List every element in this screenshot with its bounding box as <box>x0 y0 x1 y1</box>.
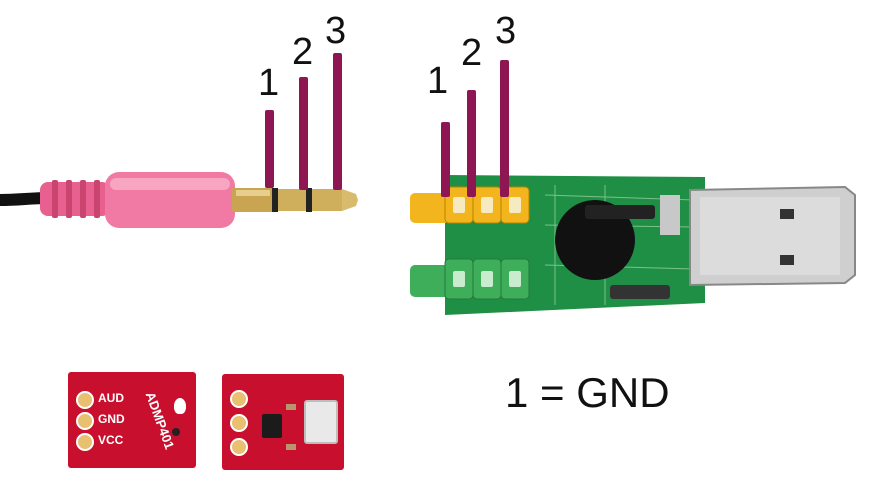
capacitor-icon <box>286 404 296 410</box>
plug-marker-2 <box>299 77 308 190</box>
plug-label-3: 3 <box>325 10 347 52</box>
pin-label-vcc: VCC <box>98 433 124 447</box>
jack-label-3: 3 <box>495 10 517 52</box>
plug-label-1: 1 <box>258 62 280 104</box>
capacitor-icon <box>286 444 296 450</box>
amp-chip-icon <box>262 414 282 438</box>
pin-label-gnd: GND <box>98 412 125 426</box>
plug-label-2: 2 <box>292 31 314 73</box>
pin-hole <box>76 391 94 409</box>
microphone-component-icon <box>304 400 338 444</box>
pin-hole <box>230 390 248 408</box>
breakout-board-back <box>222 374 344 470</box>
plug-marker-3 <box>333 53 342 190</box>
jack-label-2: 2 <box>461 32 483 74</box>
legend-text: 1 = GND <box>505 369 670 416</box>
mic-port-icon <box>172 428 180 436</box>
pin-hole <box>230 414 248 432</box>
jack-marker-3 <box>500 60 509 197</box>
jack-marker-1 <box>441 122 450 197</box>
pin-label-aud: AUD <box>98 391 124 405</box>
plug-marker-1 <box>265 110 274 188</box>
pin-hole <box>230 438 248 456</box>
jack-marker-2 <box>467 90 476 197</box>
usb-sound-card-photo <box>405 165 865 325</box>
audio-plug-photo <box>0 150 380 250</box>
breakout-board-front: AUD GND VCC ADMP401 <box>68 372 196 468</box>
flame-logo-icon <box>174 398 186 414</box>
board-name-label: ADMP401 <box>142 389 178 452</box>
pin-hole <box>76 412 94 430</box>
pin-hole <box>76 433 94 451</box>
jack-label-1: 1 <box>427 60 449 102</box>
